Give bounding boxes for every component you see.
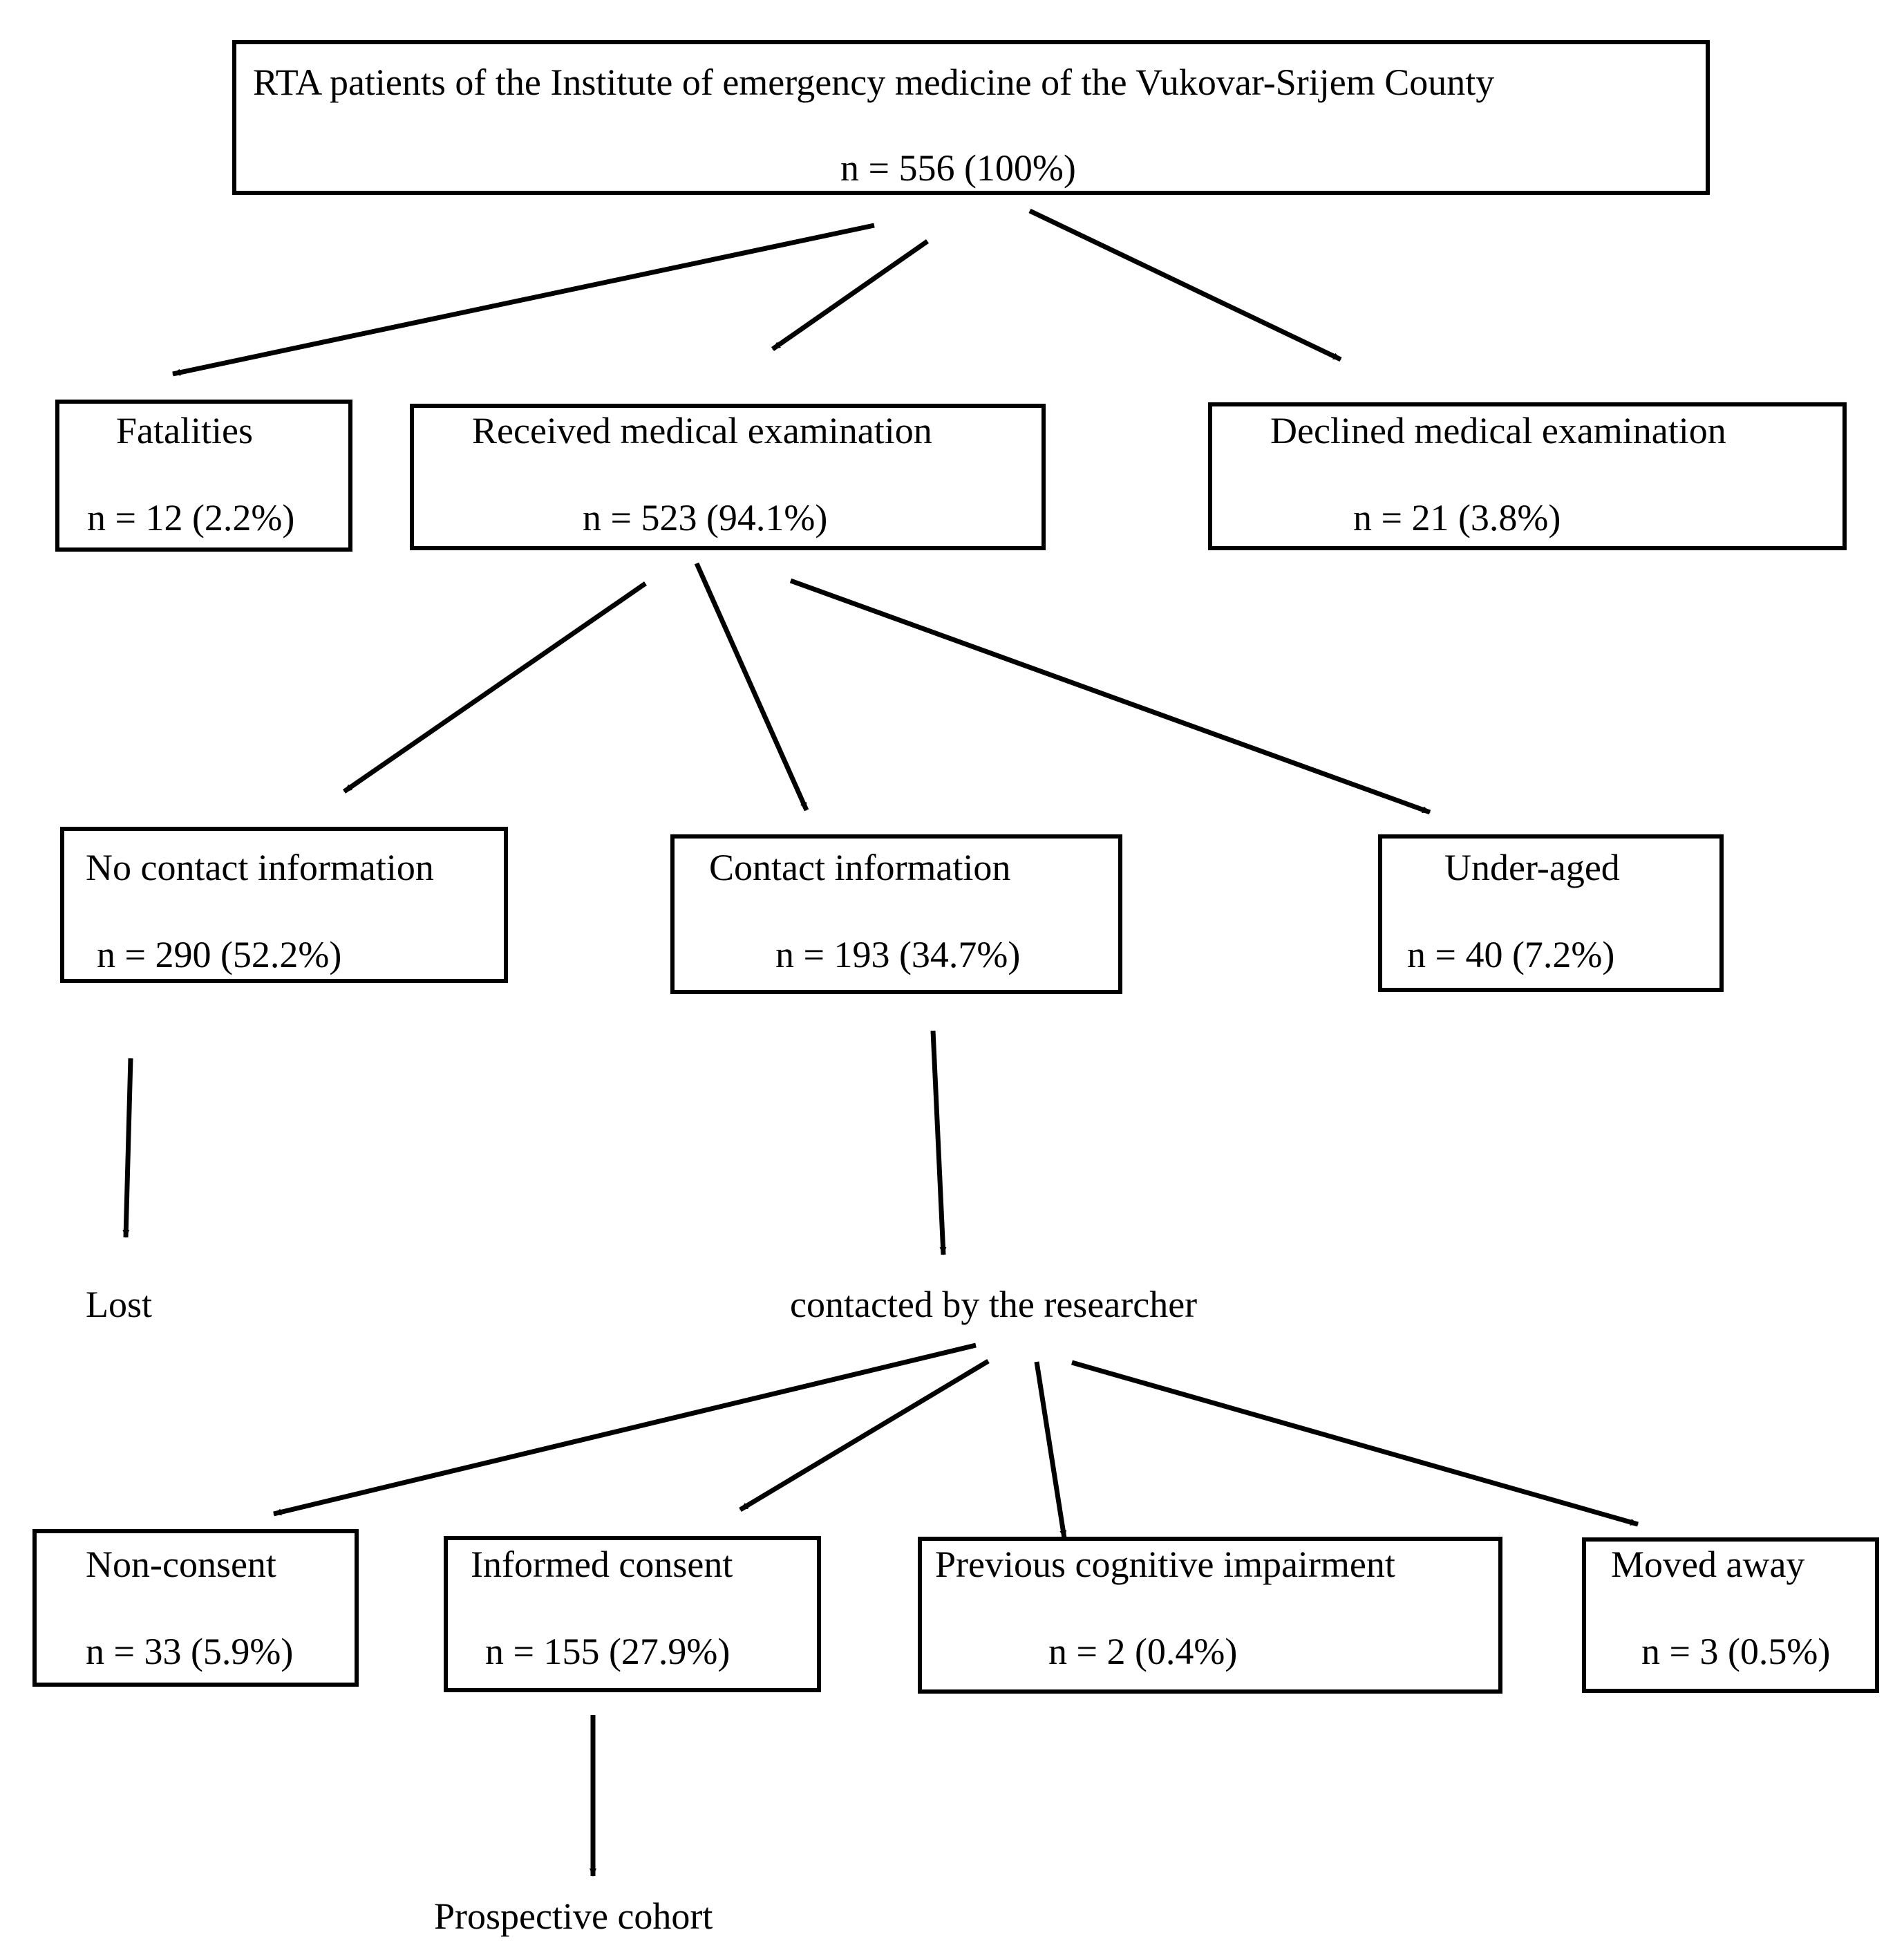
- arrow-received-to-contact: [694, 562, 809, 812]
- contact-box: [670, 834, 1122, 994]
- arrow-root-to-declined: [1028, 208, 1342, 362]
- root-count: n = 556 (100%): [840, 147, 1076, 189]
- moved-away-box: [1582, 1537, 1879, 1693]
- arrow-contact-to-contacted: [930, 1030, 947, 1255]
- cognitive-count: n = 2 (0.4%): [1048, 1631, 1238, 1672]
- received-title: Received medical examination: [472, 410, 932, 451]
- contacted-label: contacted by the researcher: [790, 1284, 1198, 1325]
- non-consent-box: [32, 1529, 359, 1687]
- no-contact-box: [60, 827, 508, 983]
- arrow-contacted-to-moved-away: [1071, 1360, 1639, 1527]
- informed-consent-count: n = 155 (27.9%): [485, 1631, 731, 1672]
- received-box: [410, 404, 1046, 550]
- informed-consent-title: Informed consent: [471, 1544, 733, 1585]
- cognitive-box: [918, 1537, 1502, 1694]
- moved-away-count: n = 3 (0.5%): [1641, 1631, 1831, 1672]
- under-aged-box: [1378, 834, 1724, 992]
- contact-count: n = 193 (34.7%): [775, 934, 1021, 975]
- fatalities-count: n = 12 (2.2%): [87, 497, 295, 539]
- arrow-contacted-to-cognitive: [1034, 1361, 1067, 1539]
- arrow-contacted-to-informed-consent: [739, 1358, 990, 1513]
- declined-count: n = 21 (3.8%): [1353, 497, 1561, 539]
- declined-box: [1208, 402, 1847, 550]
- root-box: [232, 40, 1710, 195]
- fatalities-box: [55, 400, 352, 552]
- declined-title: Declined medical examination: [1270, 410, 1726, 451]
- cohort-label: Prospective cohort: [434, 1895, 713, 1937]
- non-consent-title: Non-consent: [86, 1544, 276, 1585]
- arrow-root-to-received: [771, 239, 930, 351]
- contact-title: Contact information: [709, 847, 1011, 888]
- under-aged-count: n = 40 (7.2%): [1407, 934, 1615, 975]
- arrow-root-to-fatalities: [172, 223, 875, 377]
- fatalities-title: Fatalities: [116, 410, 253, 451]
- root-title: RTA patients of the Institute of emergen…: [253, 62, 1495, 103]
- no-contact-title: No contact information: [86, 847, 434, 888]
- arrow-no-contact-to-lost: [122, 1058, 133, 1238]
- under-aged-title: Under-aged: [1444, 847, 1620, 888]
- informed-consent-box: [444, 1536, 821, 1692]
- received-count: n = 523 (94.1%): [583, 497, 828, 539]
- arrow-received-to-under-aged: [789, 578, 1431, 815]
- lost-label: Lost: [86, 1284, 153, 1325]
- non-consent-count: n = 33 (5.9%): [86, 1631, 294, 1672]
- arrow-received-to-no-contact: [343, 581, 647, 794]
- no-contact-count: n = 290 (52.2%): [97, 934, 342, 975]
- arrow-contacted-to-non-consent: [273, 1342, 977, 1517]
- moved-away-title: Moved away: [1611, 1544, 1805, 1585]
- cognitive-title: Previous cognitive impairment: [935, 1544, 1395, 1585]
